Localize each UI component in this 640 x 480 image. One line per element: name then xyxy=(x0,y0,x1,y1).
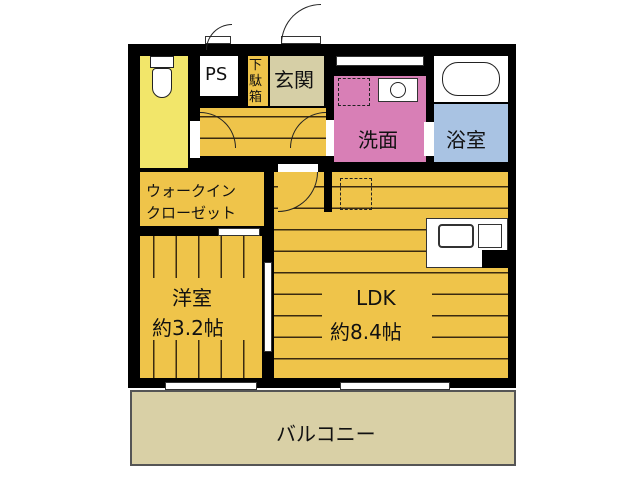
shoe-box-label-1: 下 xyxy=(249,58,263,73)
walk-in-closet xyxy=(140,172,264,226)
washroom-shelf xyxy=(336,56,424,66)
kitchen-sink-icon xyxy=(438,224,474,248)
bathroom xyxy=(434,104,508,162)
bathtub-icon xyxy=(442,62,500,96)
ldk-label: LDK xyxy=(356,286,396,310)
balcony-label: バルコニー xyxy=(276,422,376,446)
shoe-box xyxy=(248,56,268,106)
walk-in-closet-label-1: ウォークイン xyxy=(146,182,237,200)
kitchen-wall-block xyxy=(482,250,508,268)
washroom-label: 洗面 xyxy=(358,128,398,152)
western-room-size: 約3.2帖 xyxy=(152,316,224,340)
entrance xyxy=(270,56,324,106)
ldk-window[interactable] xyxy=(340,382,450,390)
ps-room xyxy=(200,56,238,96)
shoe-box-label-2: 駄 xyxy=(249,74,263,89)
western-room-label: 洋室 xyxy=(172,286,212,310)
toilet-door[interactable] xyxy=(190,121,200,158)
balcony xyxy=(130,390,516,466)
ldk-label-bg xyxy=(322,282,432,346)
shoe-box-label-3: 箱 xyxy=(249,90,263,105)
washroom-door[interactable] xyxy=(326,120,334,156)
sink-basin-icon xyxy=(390,82,406,98)
toilet-tank-icon xyxy=(150,56,174,68)
bathroom-label: 浴室 xyxy=(446,128,486,152)
ldk-entry-door[interactable] xyxy=(278,164,318,174)
ldk-partition-wall xyxy=(324,172,332,212)
ps-door-swing xyxy=(206,24,232,50)
washing-machine-space-icon xyxy=(338,78,370,106)
stove-icon xyxy=(478,224,502,248)
western-room-label-bg xyxy=(150,278,250,340)
bathroom-door[interactable] xyxy=(424,122,434,156)
ldk xyxy=(274,172,508,378)
entrance-label: 玄関 xyxy=(274,68,314,92)
entrance-door-swing xyxy=(281,4,321,44)
toilet-bowl-icon xyxy=(152,68,172,98)
ldk-size: 約8.4帖 xyxy=(330,320,402,344)
western-room-sliding-door[interactable] xyxy=(264,262,272,352)
fridge-space-icon xyxy=(340,178,372,210)
western-room-window[interactable] xyxy=(165,382,257,390)
ps-label: PS xyxy=(205,64,228,85)
closet-door[interactable] xyxy=(218,228,260,236)
walk-in-closet-label-2: クローゼット xyxy=(146,204,237,222)
